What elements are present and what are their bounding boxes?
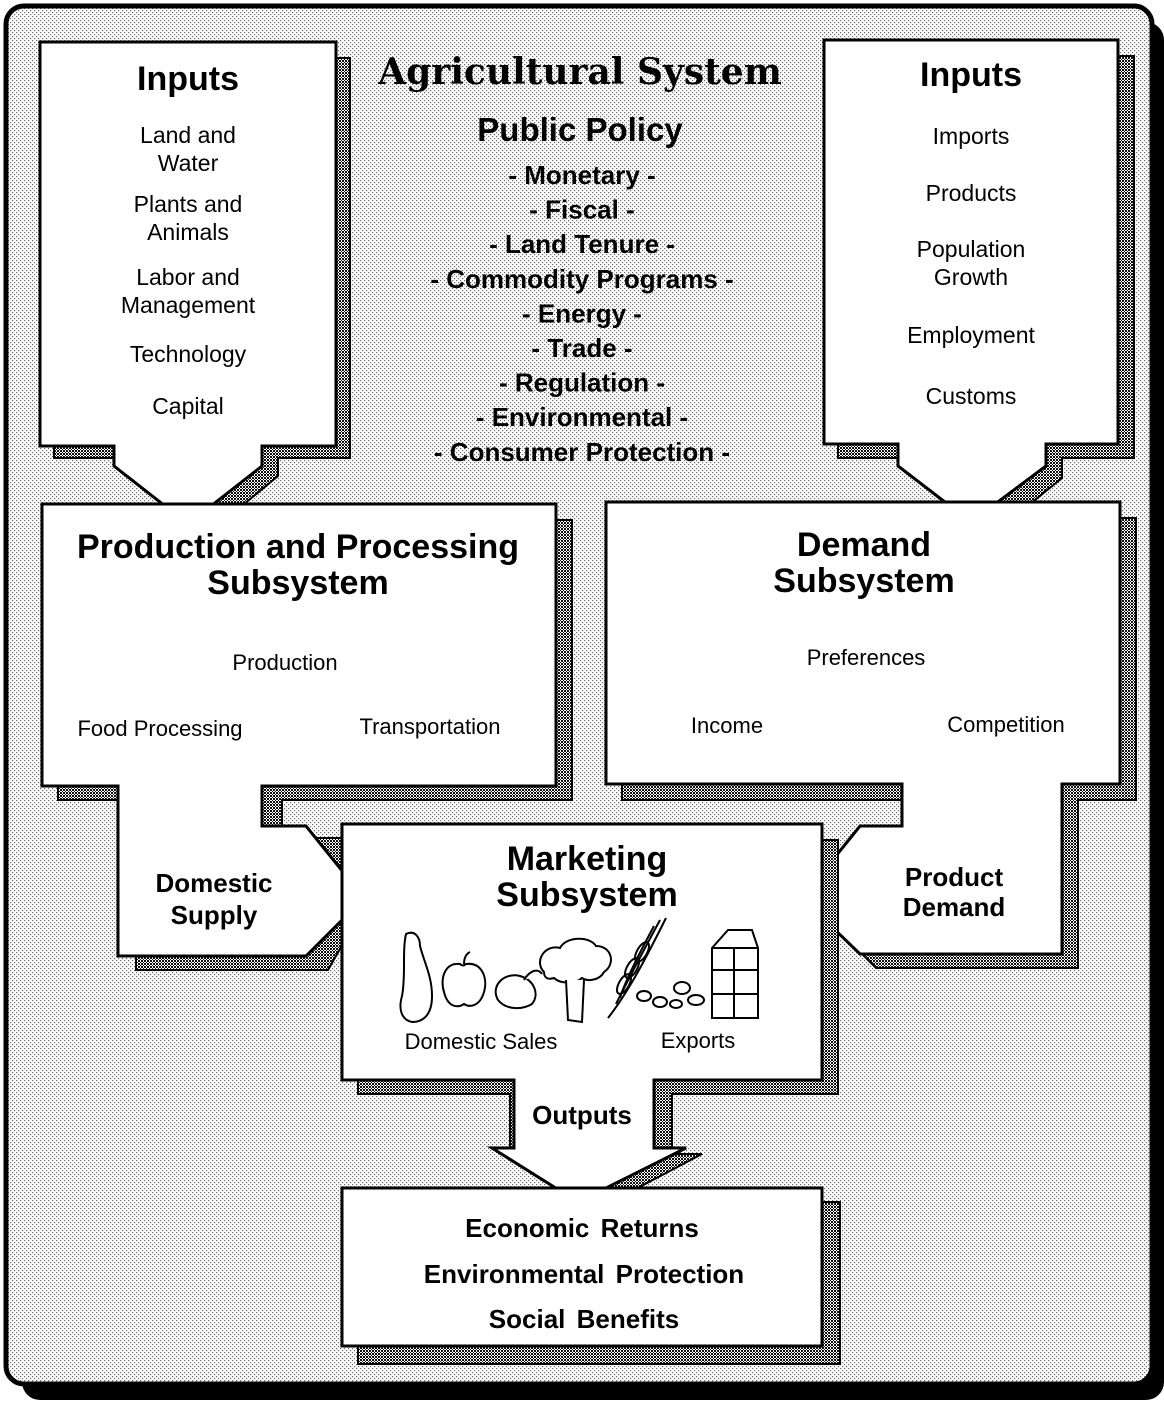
product-demand-line-2: Demand [903,892,1006,922]
domestic-supply-line-2: Supply [171,900,258,930]
inputs-right-arrow [822,38,1135,540]
policy-item: - Energy - [522,298,642,328]
outputs-box-shape [340,1186,841,1365]
demand-subsystem-shape [604,500,1137,969]
inputs-right-item: Customs [926,383,1017,409]
inputs-left-arrow [38,40,351,540]
beans-icon [636,981,705,1009]
milk-carton-icon [711,929,759,1019]
diagram-title: Agricultural System [377,51,782,93]
preferences-item: Preferences [807,645,926,670]
inputs-right-item: Employment [907,322,1035,348]
output-social-benefits: Social Benefits [489,1304,679,1334]
inputs-left-item: Animals [147,219,229,245]
inputs-left-item: Management [121,292,256,318]
policy-item: - Fiscal - [529,195,634,225]
policy-item: - Monetary - [508,160,655,190]
poultry-icon [494,969,543,1010]
competition-item: Competition [947,712,1064,737]
inputs-right-item: Products [926,180,1017,206]
product-demand-line-1: Product [905,862,1004,892]
production-subsystem-shape [40,502,573,971]
inputs-right-item: Population [917,236,1026,262]
broccoli-icon [539,937,612,1024]
food-processing-item: Food Processing [77,716,242,741]
production-title-line-1: Production and Processing [77,528,519,566]
policy-item: - Land Tenure - [489,229,675,259]
inputs-left-heading: Inputs [137,60,239,98]
exports-label: Exports [661,1028,736,1053]
production-item: Production [232,650,337,675]
policy-item: - Regulation - [499,368,665,398]
marketing-title-line-1: Marketing [507,840,668,878]
policy-item: - Trade - [531,333,632,363]
inputs-right-item: Imports [933,123,1010,149]
inputs-left-item: Capital [152,393,224,419]
inputs-left-item: Technology [130,341,247,367]
inputs-left-item: Water [158,150,219,176]
inputs-right-items: ImportsProductsPopulationGrowthEmploymen… [907,123,1035,409]
transportation-item: Transportation [359,714,500,739]
demand-title-line-1: Demand [797,526,931,564]
income-item: Income [691,713,763,738]
policy-items: - Monetary - - Fiscal - - Land Tenure - - C… [430,160,733,467]
inputs-left-item: Plants and [134,191,243,217]
output-environmental-protection: Environmental Protection [424,1259,744,1289]
outputs-label: Outputs [532,1100,632,1130]
marketing-title-line-2: Subsystem [496,876,677,914]
apple-icon [441,951,487,1008]
food-illustration [399,917,759,1024]
inputs-right-heading: Inputs [920,56,1022,94]
inputs-left-item: Land and [140,122,236,148]
domestic-sales-label: Domestic Sales [405,1029,558,1054]
policy-item: - Consumer Protection - [434,437,730,467]
domestic-supply-line-1: Domestic [155,868,272,898]
policy-item: - Environmental - [476,402,688,432]
production-title-line-2: Subsystem [207,564,388,602]
inputs-left-item: Labor and [136,264,240,290]
output-economic-returns: Economic Returns [465,1213,699,1243]
squash-icon [399,931,434,1024]
inputs-right-item: Growth [934,264,1008,290]
policy-item: - Commodity Programs - [430,264,733,294]
wheat-icon [607,917,667,1019]
demand-title-line-2: Subsystem [773,562,954,600]
policy-heading: Public Policy [477,111,683,148]
